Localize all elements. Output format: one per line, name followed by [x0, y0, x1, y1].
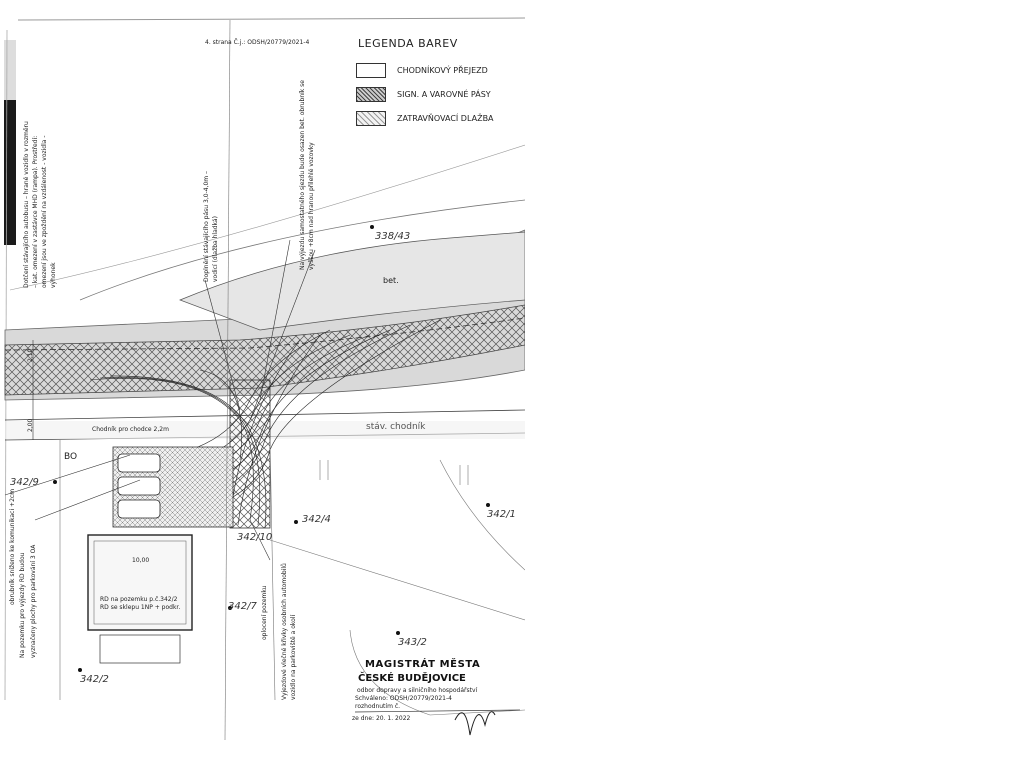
- parked-cars: [117, 453, 161, 519]
- concrete-area: [179, 231, 525, 331]
- note-left-vertical: Dotčení stávajícího autobusu – hrané voz…: [23, 121, 57, 288]
- parcel-number: 342/1: [487, 509, 516, 520]
- hatched-band: [4, 304, 525, 396]
- note-bottom-mid: Vyjezdové vlečné křivky osobních automob…: [281, 563, 297, 700]
- road-centerline: [4, 317, 525, 351]
- road-edge-upper: [79, 199, 525, 301]
- scanned-drawing-page: 4. strana Č.j.: ODSH/20779/2021-4 LEGEND…: [4, 17, 525, 741]
- parcel-number: 342/2: [80, 674, 109, 685]
- legend-label: CHODNÍKOVÝ PŘEJEZD: [397, 66, 488, 75]
- sidewalk-note: Chodník pro chodce 2,2m: [92, 426, 169, 433]
- house-width: 10,00: [132, 557, 150, 564]
- legend-title: LEGENDA BAREV: [358, 37, 458, 50]
- legend-swatch-plain: [356, 63, 386, 78]
- stamp-date: ze dne: 20. 1. 2022: [352, 715, 411, 722]
- house-label-1: RD na pozemku p.č.342/2: [100, 596, 178, 603]
- stamp-city: ČESKÉ BUDĚJOVICE: [358, 673, 466, 684]
- house-outline: [87, 534, 193, 631]
- survey-points: [53, 225, 490, 672]
- frame-top: [17, 17, 525, 21]
- leader-lines: [4, 239, 316, 561]
- annex: [99, 634, 181, 664]
- note-bottom-left-1: obrubník sníženo ke komunikaci +2cm: [9, 488, 16, 605]
- driveway-crossing: [229, 379, 271, 529]
- legend-label: ZATRAVŇOVACÍ DLAŽBA: [397, 114, 494, 123]
- house-label-2: RD se sklepu 1NP + podkr.: [100, 604, 181, 611]
- note-curb: Na výjezdu samostatného sjezdu bude osaz…: [299, 80, 315, 270]
- signature: [454, 711, 496, 736]
- parcel-number: 342/7: [228, 601, 257, 612]
- dimension-mid: 2,00: [27, 418, 34, 432]
- dimension-top: 2,10: [27, 348, 34, 362]
- legend-swatch-dense: [356, 87, 386, 102]
- stamp-approval: Schváleno: ODSH/20779/2021-4: [355, 695, 452, 702]
- parcel-number: 342/10: [237, 532, 273, 543]
- scan-edge-dark: [4, 100, 16, 245]
- bo-label: BO: [64, 452, 78, 462]
- document-reference: 4. strana Č.j.: ODSH/20779/2021-4: [205, 39, 310, 46]
- parcel-number: 342/9: [10, 477, 39, 488]
- parcel-number: 342/4: [302, 514, 331, 525]
- parcel-number: 338/43: [375, 231, 411, 242]
- plot-boundaries: [59, 19, 525, 741]
- note-bottom-left-2: Na pozemku pro výjezdy RD budou: [19, 552, 26, 658]
- parcel-number: 343/2: [398, 637, 427, 648]
- site-plan-drawing: [4, 17, 525, 741]
- road-edge-upper2: [9, 144, 525, 291]
- concrete-label: bet.: [383, 276, 399, 285]
- house-inner: [93, 540, 187, 625]
- sidewalk-label: stáv. chodník: [366, 422, 426, 432]
- note-bottom-left-3: vyznačeny plochy pro parkování 3 OA: [30, 544, 37, 658]
- stamp-decision: rozhodnutím č.: [355, 703, 401, 710]
- legend-swatch-sparse: [356, 111, 386, 126]
- stamp-line: [354, 709, 521, 713]
- stamp-authority: MAGISTRÁT MĚSTA: [365, 659, 481, 670]
- note-fence: oplocení pozemku: [261, 585, 268, 640]
- legend-label: SIGN. A VAROVNÉ PÁSY: [397, 90, 491, 99]
- note-paving: Doplnění stávajícího pásu 3,0-4,0m – vod…: [203, 170, 219, 282]
- stamp-department: odbor dopravy a silničního hospodářství: [357, 687, 478, 694]
